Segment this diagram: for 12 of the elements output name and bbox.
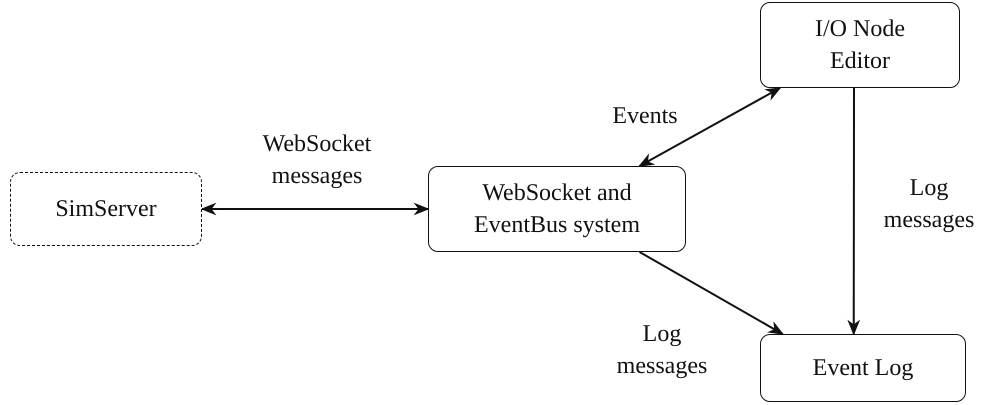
rounded-box xyxy=(10,172,202,246)
node-text: Event Log xyxy=(812,354,914,383)
arrow xyxy=(639,251,784,335)
rounded-box xyxy=(760,2,960,88)
arrow xyxy=(847,88,860,336)
arrow xyxy=(638,87,782,167)
node-text: SimServer xyxy=(55,195,157,224)
node-text: I/O Node Editor xyxy=(814,15,906,76)
arrow xyxy=(200,202,430,216)
node-text: WebSocket and EventBus system xyxy=(473,179,641,240)
rounded-box xyxy=(760,334,966,402)
rounded-box xyxy=(428,166,686,252)
